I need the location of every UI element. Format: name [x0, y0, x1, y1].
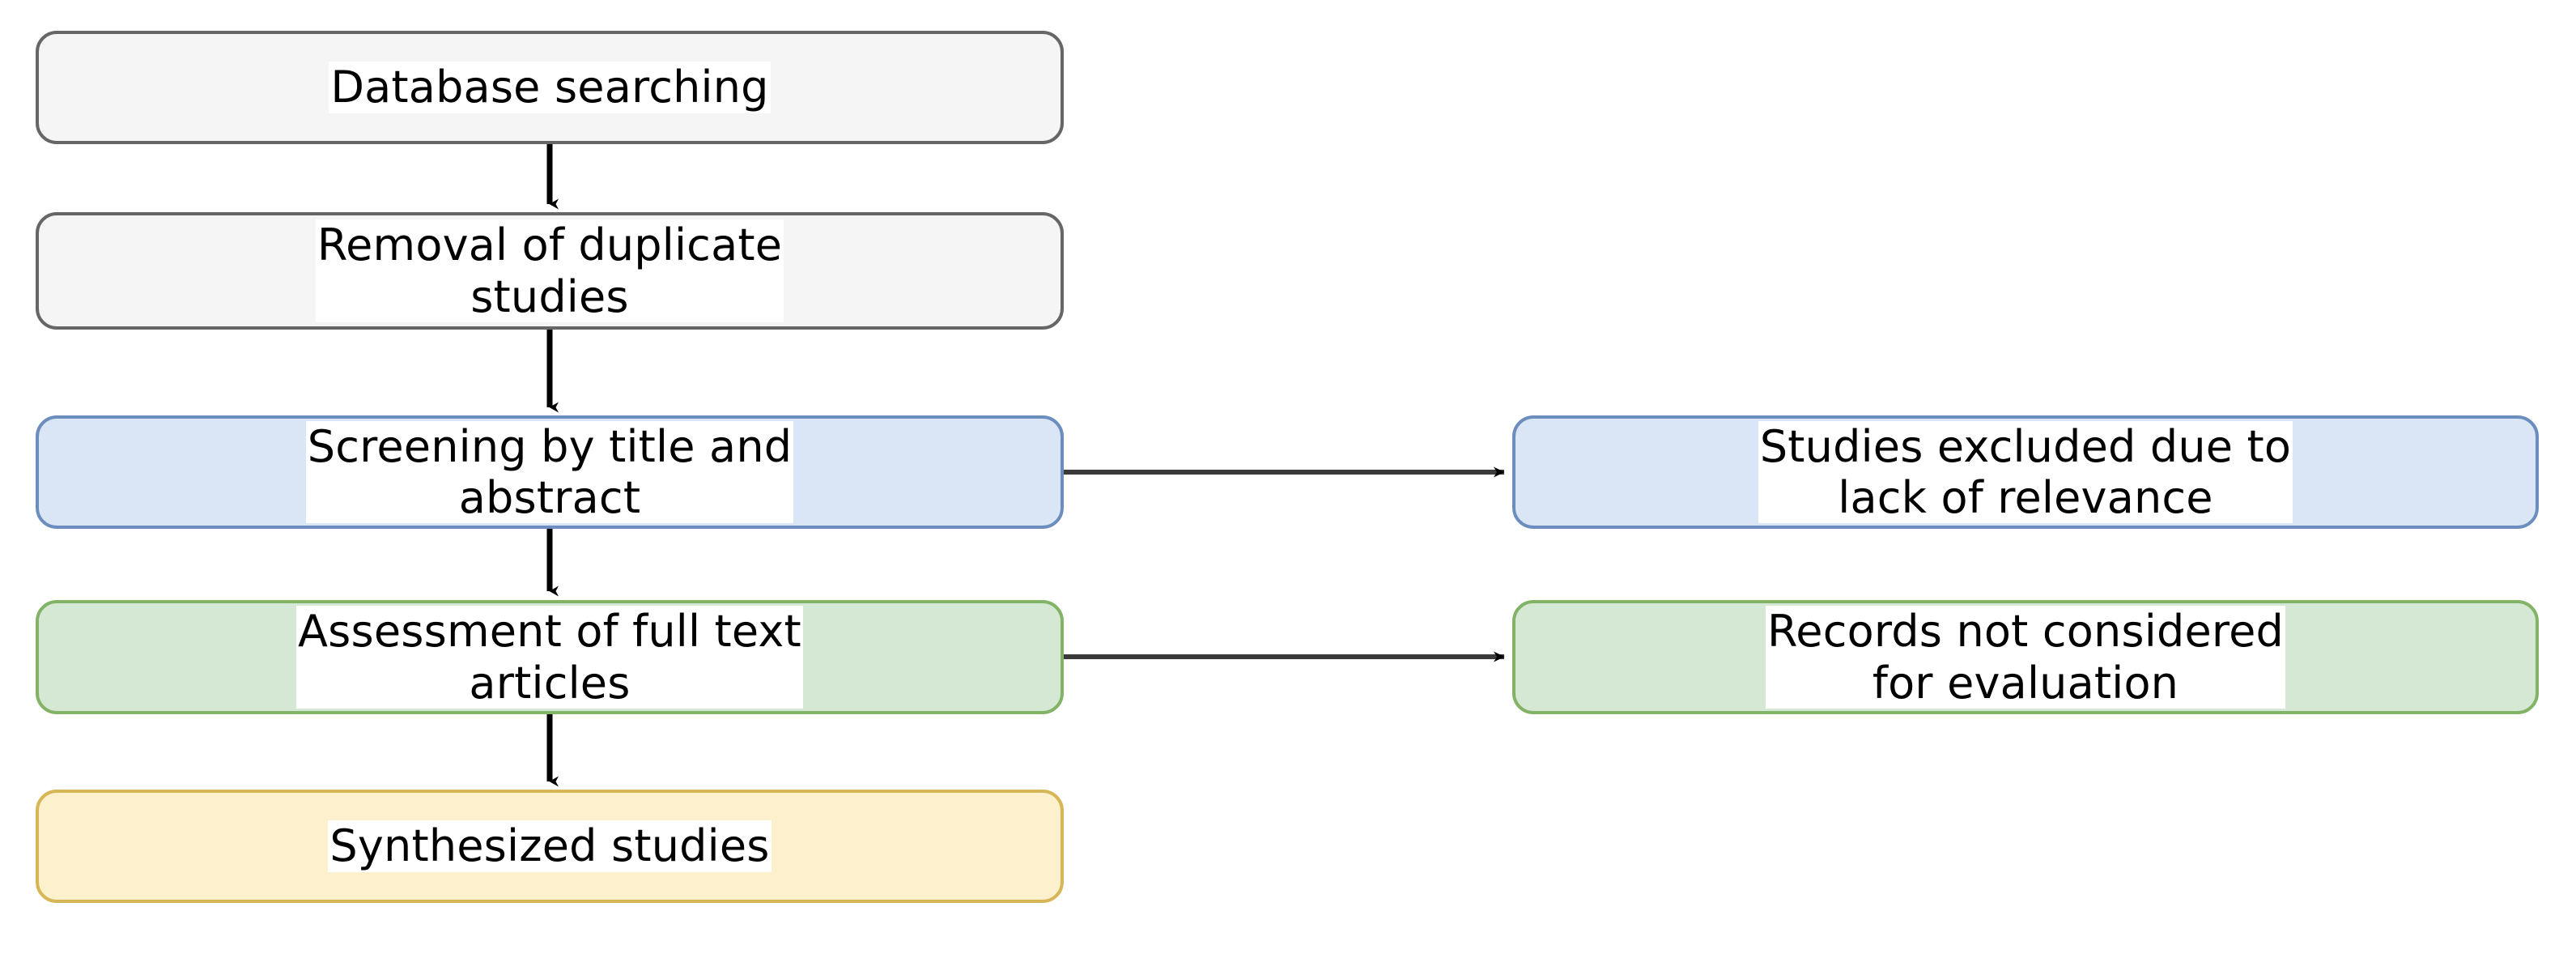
node-records-not-considered[interactable]: Records not considered for evaluation — [1512, 600, 2539, 714]
node-database-searching[interactable]: Database searching — [36, 31, 1064, 144]
node-screening-title-abstract-label: Screening by title and abstract — [305, 420, 794, 524]
node-synthesized-studies[interactable]: Synthesized studies — [36, 790, 1064, 903]
node-assessment-full-text[interactable]: Assessment of full text articles — [36, 600, 1064, 714]
node-screening-title-abstract[interactable]: Screening by title and abstract — [36, 415, 1064, 529]
node-assessment-full-text-label: Assessment of full text articles — [296, 606, 803, 709]
node-studies-excluded-label: Studies excluded due to lack of relevanc… — [1758, 420, 2293, 524]
node-synthesized-studies-label: Synthesized studies — [328, 820, 772, 872]
node-removal-of-duplicates[interactable]: Removal of duplicate studies — [36, 212, 1064, 330]
node-records-not-considered-label: Records not considered for evaluation — [1766, 606, 2285, 709]
node-studies-excluded[interactable]: Studies excluded due to lack of relevanc… — [1512, 415, 2539, 529]
node-database-searching-label: Database searching — [329, 62, 771, 113]
node-removal-of-duplicates-label: Removal of duplicate studies — [315, 219, 784, 322]
